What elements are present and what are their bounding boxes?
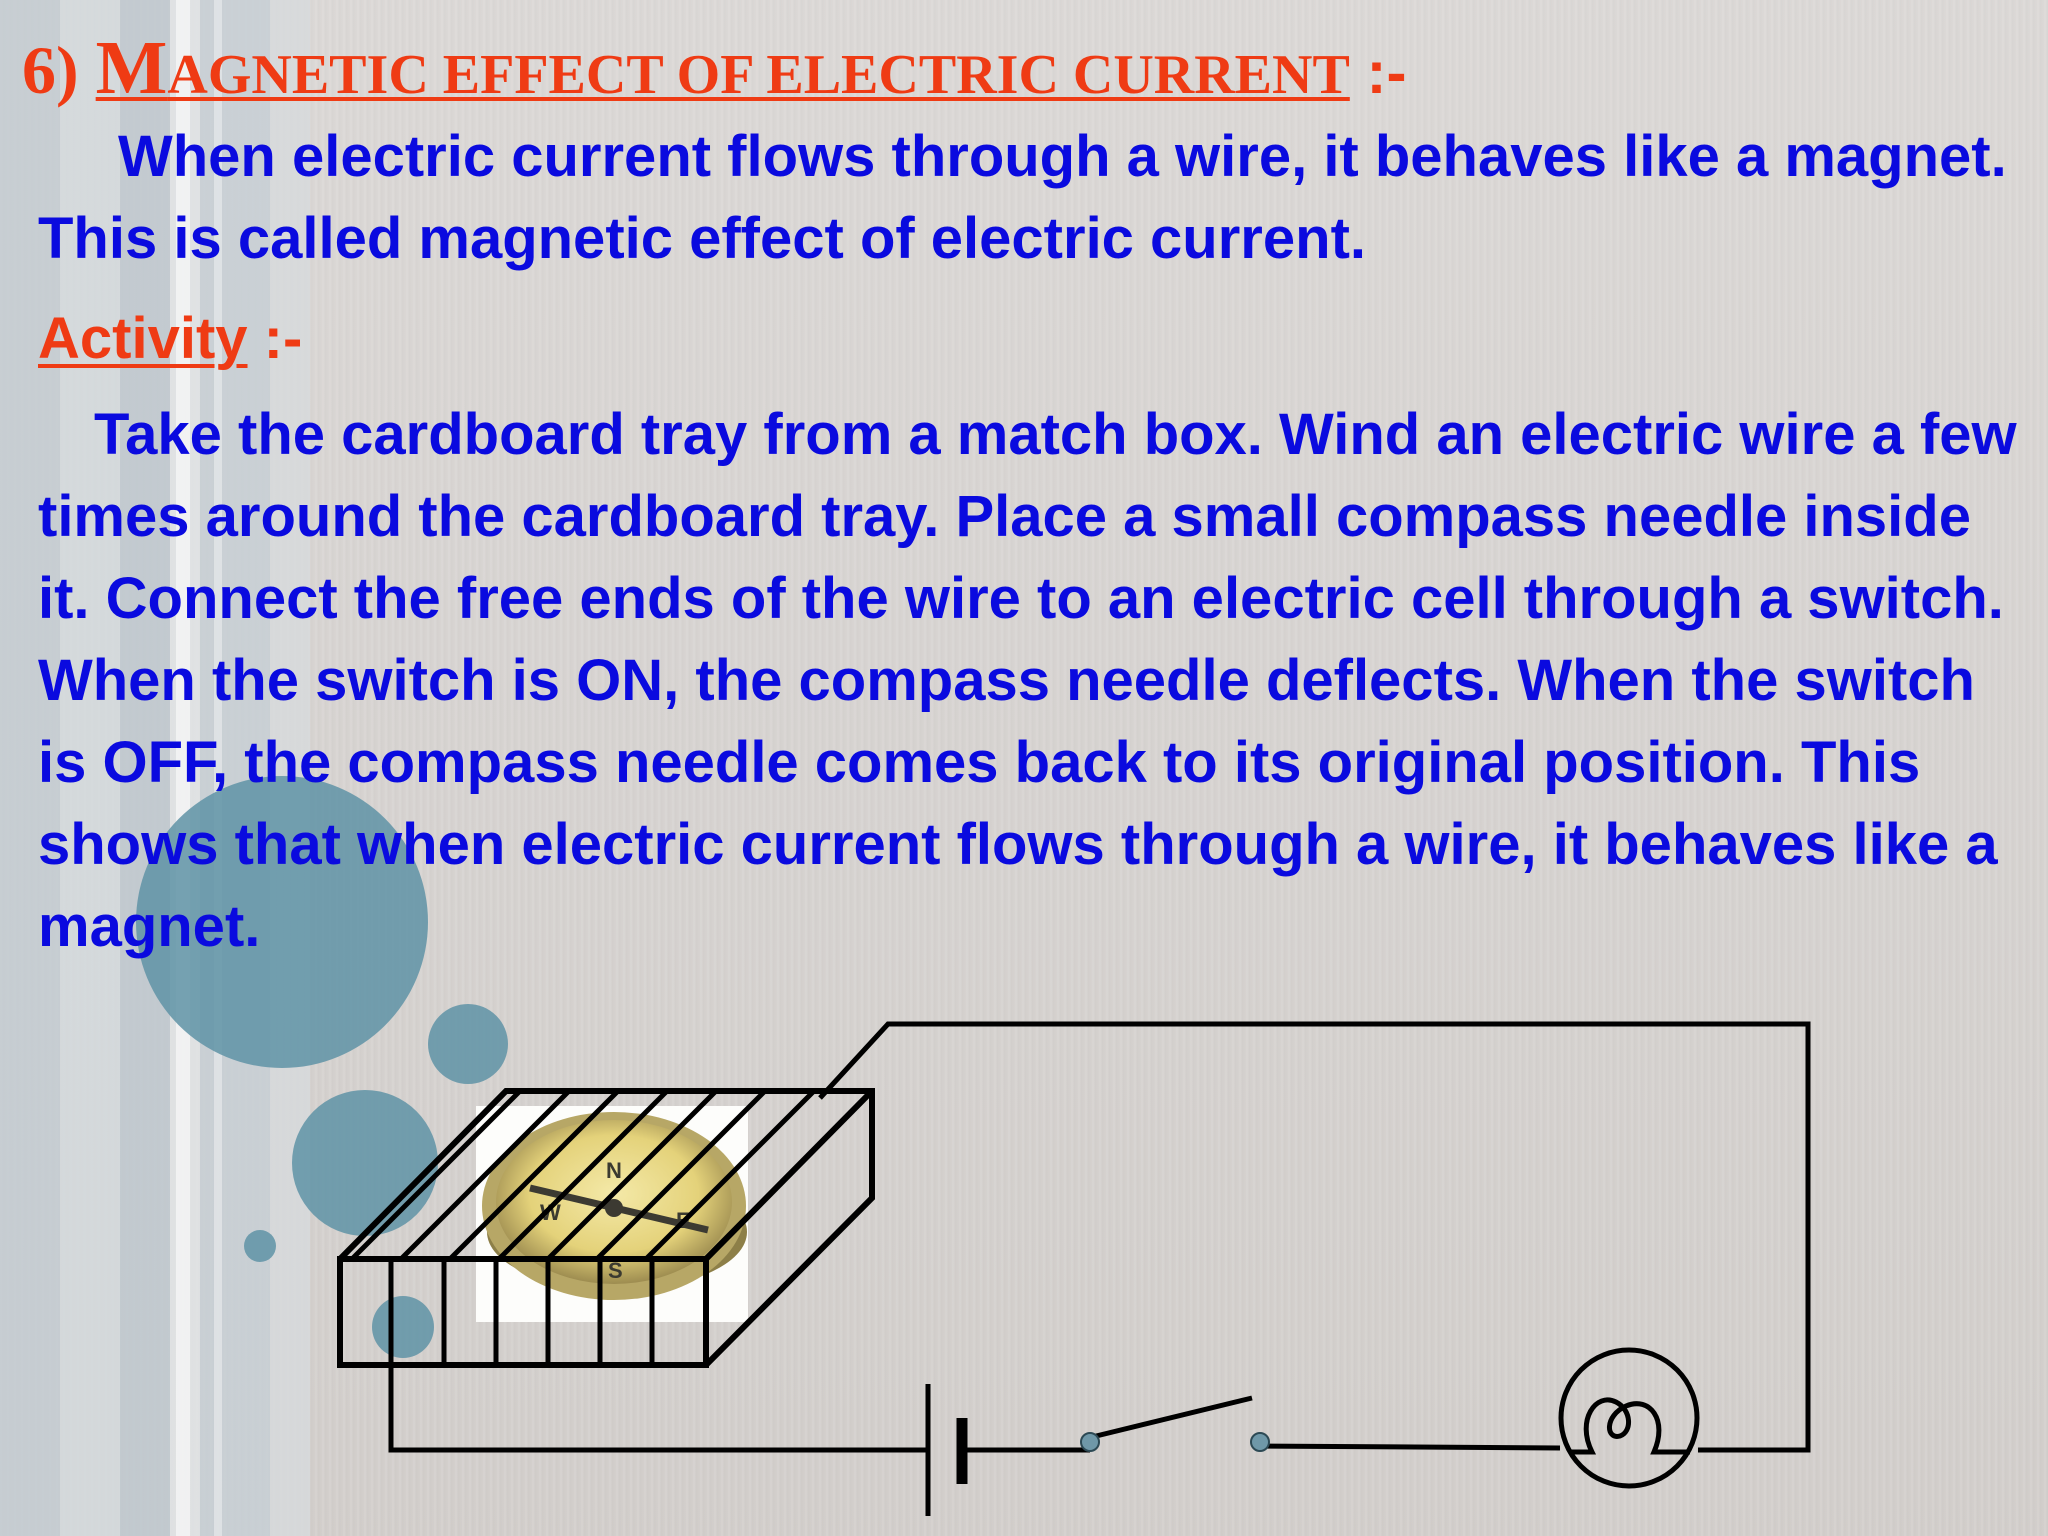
section-number: 6) xyxy=(22,32,79,108)
title-suffix: :- xyxy=(1349,39,1407,106)
compass-label-w: W xyxy=(540,1200,561,1225)
intro-paragraph: When electric current flows through a wi… xyxy=(38,124,2007,271)
decorative-bubble xyxy=(372,1296,434,1358)
wire-bottom-left xyxy=(388,1365,928,1453)
electric-cell xyxy=(925,1384,968,1516)
slide-title: 6) Magnetic effect of electric current :… xyxy=(22,30,1406,106)
switch-terminal xyxy=(1250,1432,1270,1452)
activity-label: Activity xyxy=(38,306,248,371)
decorative-bubble xyxy=(244,1230,276,1262)
switch-terminal xyxy=(1080,1432,1100,1452)
switch xyxy=(1080,1395,1270,1452)
compass-label-n: N xyxy=(606,1158,622,1183)
tray-edge xyxy=(703,1088,875,1262)
tray-coil xyxy=(337,1088,875,1368)
decorative-bubble xyxy=(428,1004,508,1084)
compass-label-s: S xyxy=(608,1258,623,1283)
title-rest: agnetic effect of electric current xyxy=(167,44,1350,106)
tray-front-face xyxy=(337,1256,709,1368)
decorative-side-stripes xyxy=(0,0,310,1536)
title-first-letter: M xyxy=(95,26,168,110)
activity-paragraph: Take the cardboard tray from a match box… xyxy=(38,402,2017,959)
stripe-highlight xyxy=(176,0,190,1536)
bulb-filament xyxy=(1570,1397,1690,1455)
stripe-highlight xyxy=(214,0,222,1536)
circuit-wires xyxy=(388,1021,1811,1453)
wire-switch-to-bulb xyxy=(1259,1443,1561,1451)
bulb-glass xyxy=(1558,1347,1700,1489)
coil-windings xyxy=(350,1089,816,1365)
decorative-bubble xyxy=(292,1090,438,1236)
decorative-bubble xyxy=(136,776,428,1068)
compass-pivot xyxy=(605,1199,623,1217)
activity-heading: Activity :- xyxy=(38,298,302,380)
bulb xyxy=(1558,1347,1700,1489)
wire-top xyxy=(818,1021,1811,1453)
activity-suffix: :- xyxy=(247,306,303,371)
title-heading: Magnetic effect of electric current xyxy=(96,30,1350,108)
switch-lever xyxy=(1087,1395,1253,1441)
